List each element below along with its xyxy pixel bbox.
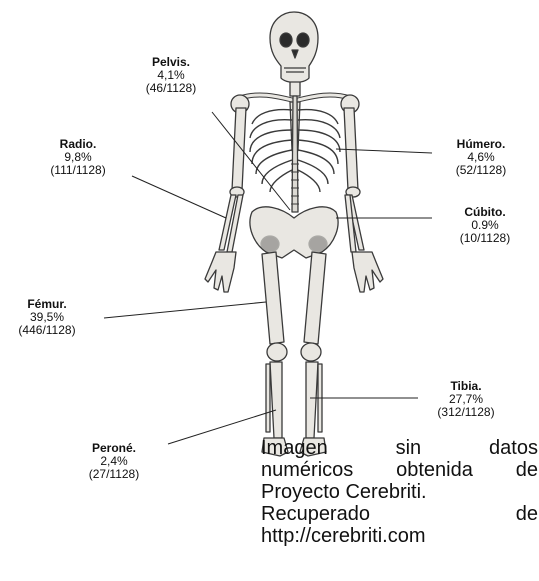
leader-radio (132, 176, 226, 218)
label-humero-frac: (52/1128) (441, 164, 521, 177)
label-cubito-frac: (10/1128) (445, 232, 525, 245)
source-caption: Imagen sin datos numéricos obtenida de P… (261, 437, 538, 547)
caption-line-2: numéricos obtenida de (261, 459, 538, 481)
label-radio-frac: (111/1128) (34, 164, 122, 177)
label-tibia: Tibia. 27,7% (312/1128) (422, 380, 510, 419)
hand-left (205, 252, 236, 292)
leader-femur (104, 302, 266, 318)
label-pelvis: Pelvis. 4,1% (46/1128) (136, 56, 206, 95)
label-cubito: Cúbito. 0.9% (10/1128) (445, 206, 525, 245)
label-tibia-frac: (312/1128) (422, 406, 510, 419)
leader-perone (168, 410, 276, 444)
caption-line-1: Imagen sin datos (261, 437, 538, 459)
leader-pelvis (212, 112, 290, 210)
femur-right (304, 252, 326, 344)
caption-line-3: Proyecto Cerebriti. (261, 481, 538, 503)
label-perone: Peroné. 2,4% (27/1128) (74, 442, 154, 481)
spine (292, 96, 298, 212)
label-femur: Fémur. 39,5% (446/1128) (6, 298, 88, 337)
caption-line-4: Recuperado de (261, 503, 538, 525)
label-femur-frac: (446/1128) (6, 324, 88, 337)
label-pelvis-frac: (46/1128) (136, 82, 206, 95)
pelvis-bone (250, 207, 338, 258)
label-radio: Radio. 9,8% (111/1128) (34, 138, 122, 177)
femur-left (262, 252, 284, 344)
hand-right (352, 252, 383, 292)
caption-line-5: http://cerebriti.com (261, 525, 538, 547)
label-humero: Húmero. 4,6% (52/1128) (441, 138, 521, 177)
tibia-right (306, 362, 318, 438)
tibia-left (270, 362, 282, 438)
label-perone-frac: (27/1128) (74, 468, 154, 481)
fibula-left (266, 364, 270, 432)
humerus-left (232, 108, 246, 190)
